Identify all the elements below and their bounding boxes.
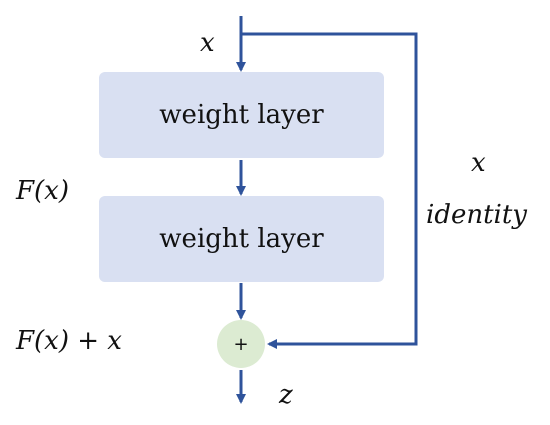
residual-function-label: F(x) — [16, 176, 69, 206]
identity-skip-connection — [241, 32, 418, 349]
input-x-label: x — [200, 28, 215, 58]
sum-label: F(x) + x — [16, 326, 122, 356]
weight-layer-1: weight layer — [99, 72, 384, 158]
identity-label: identity — [426, 200, 527, 230]
skip-x-label: x — [471, 148, 486, 178]
weight-layer-2: weight layer — [99, 196, 384, 282]
weight-layer-2-label: weight layer — [159, 224, 324, 254]
weight-layer-1-label: weight layer — [159, 100, 324, 130]
output-z-label: z — [279, 380, 293, 410]
plus-icon: + — [233, 333, 249, 355]
addition-node: + — [217, 320, 265, 368]
